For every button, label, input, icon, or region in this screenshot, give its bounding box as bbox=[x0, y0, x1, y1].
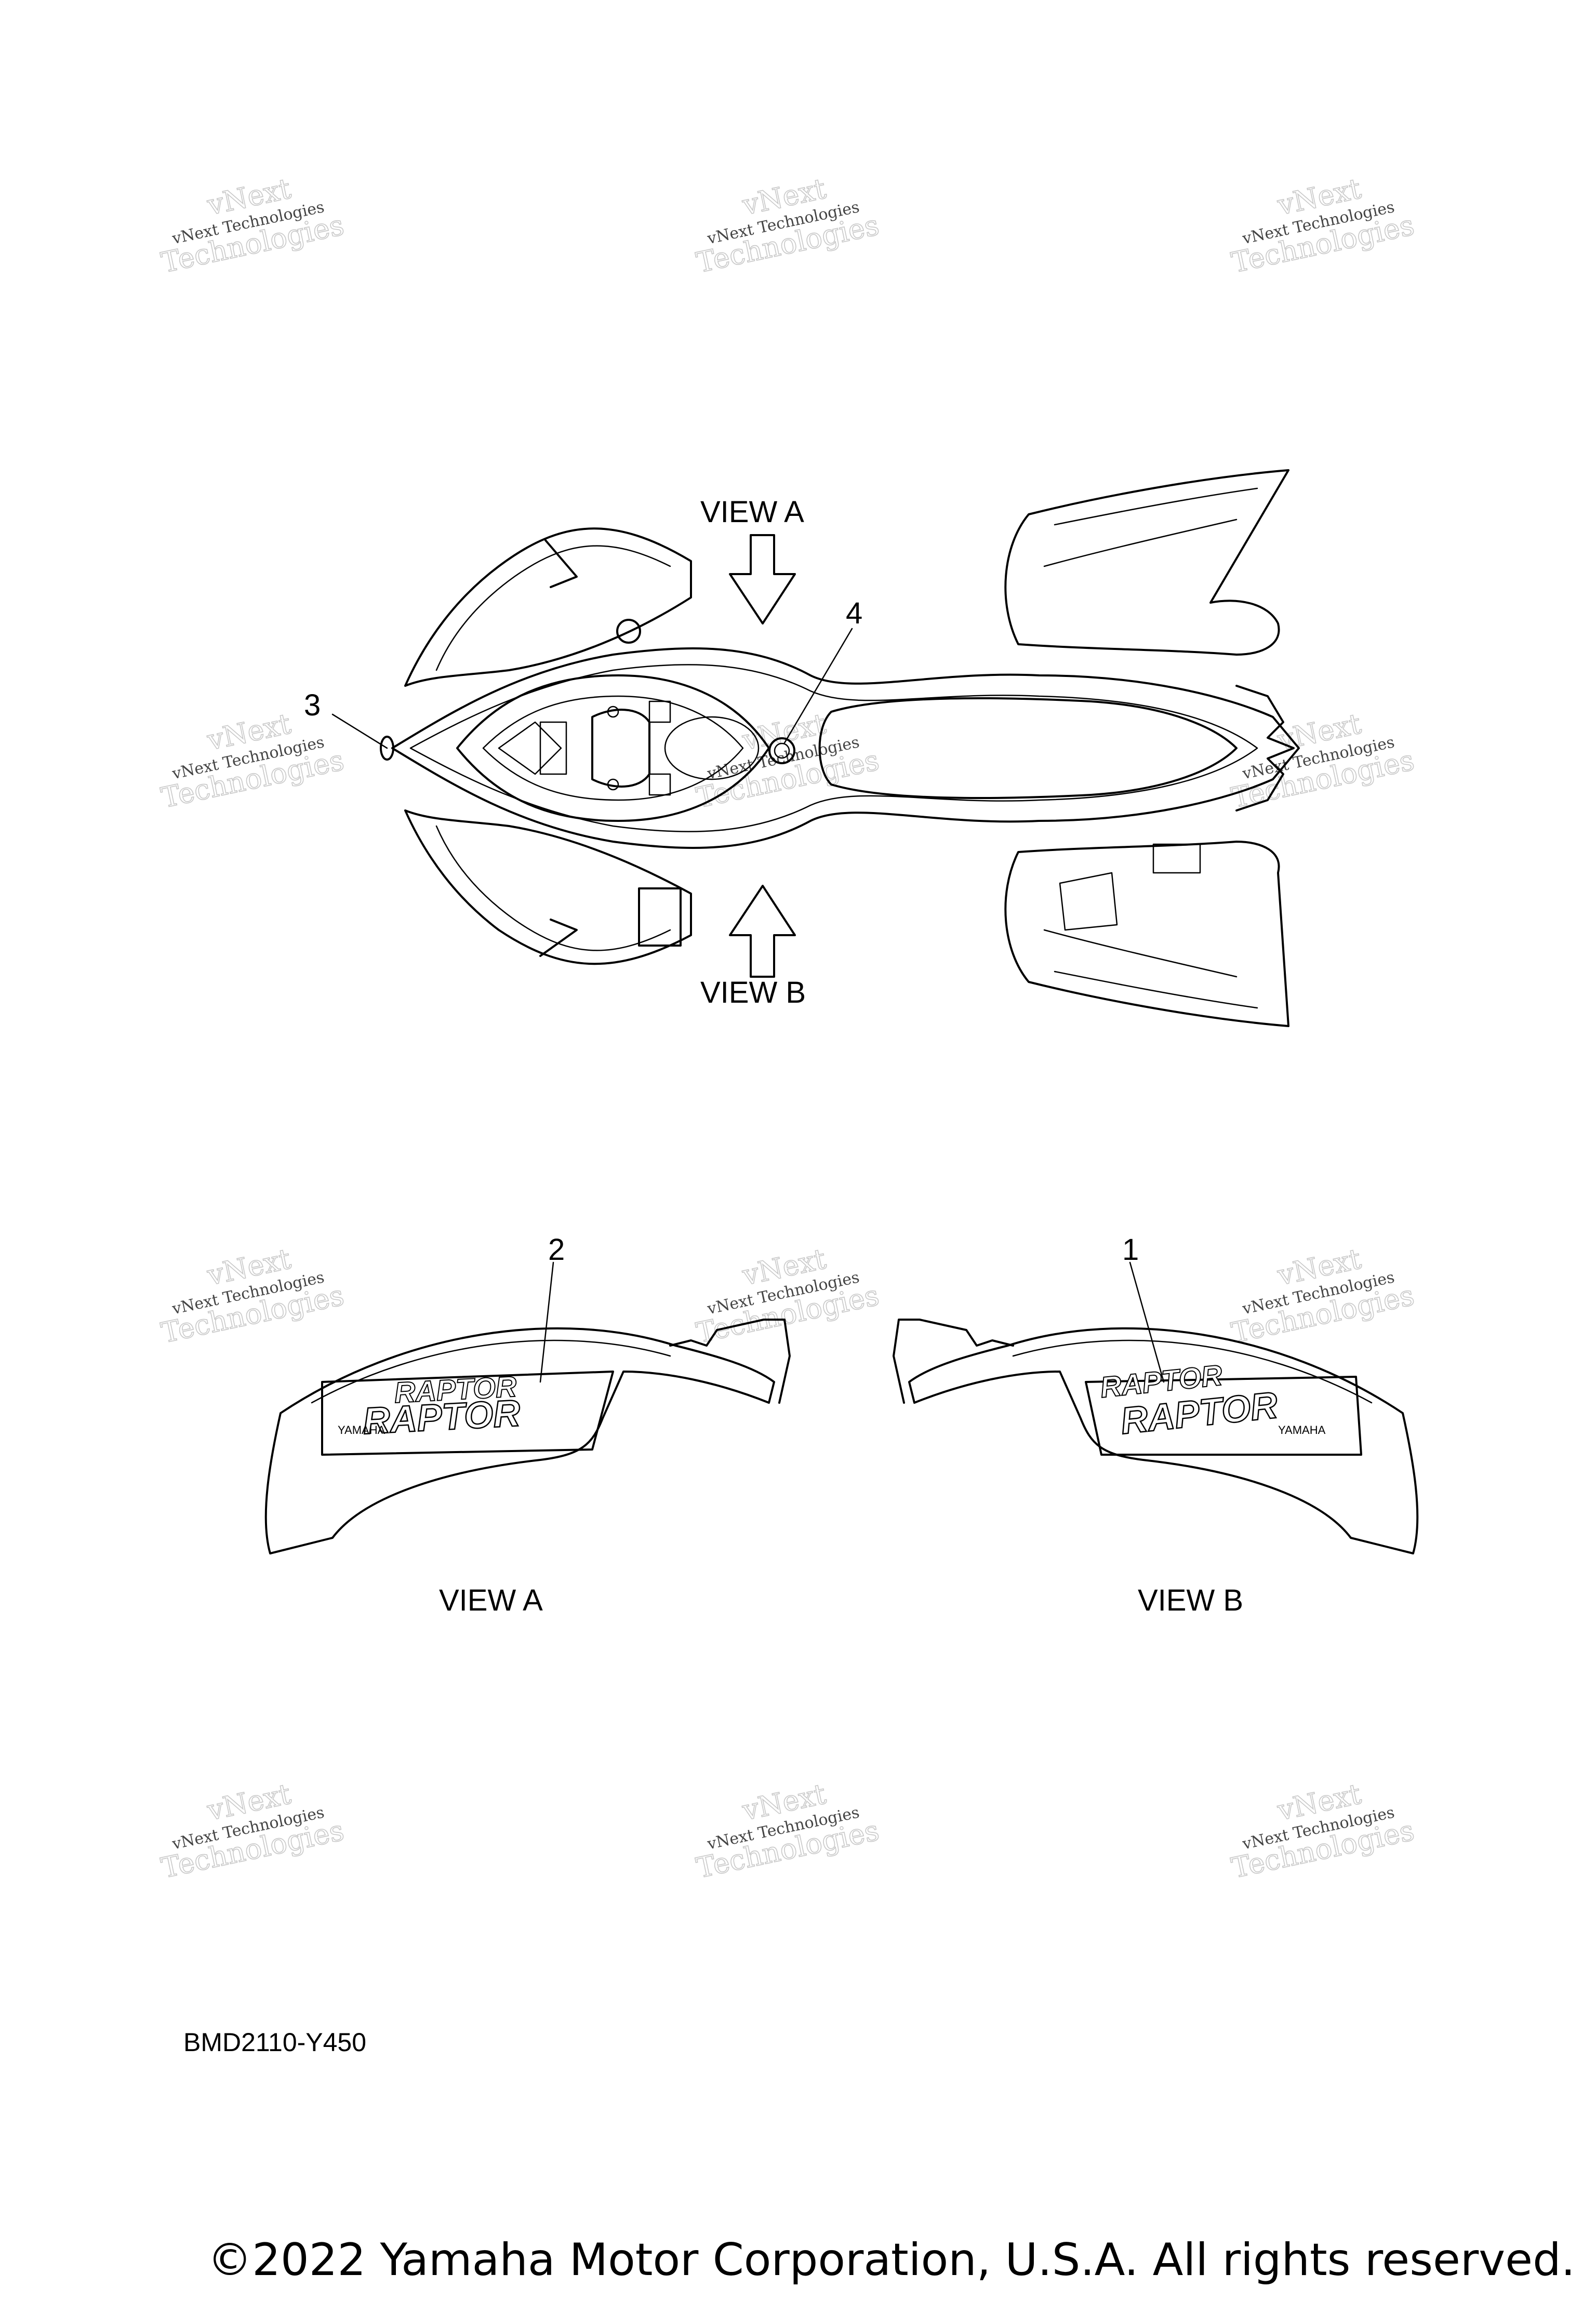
view-b-label-bottom: VIEW B bbox=[1138, 1584, 1243, 1617]
view-a-arrow bbox=[729, 534, 796, 624]
callout-4: 4 bbox=[846, 596, 862, 630]
callout-2: 2 bbox=[548, 1233, 565, 1267]
decal-brand-a: YAMAHA bbox=[338, 1424, 385, 1437]
decal-view-b bbox=[1085, 1376, 1362, 1456]
callout-1: 1 bbox=[1122, 1233, 1139, 1267]
view-a-label-top: VIEW A bbox=[700, 495, 804, 529]
view-b-arrow bbox=[729, 885, 796, 978]
callout-3: 3 bbox=[304, 688, 321, 722]
view-a-label-bottom: VIEW A bbox=[439, 1584, 543, 1617]
decal-brand-b: YAMAHA bbox=[1278, 1424, 1326, 1437]
atv-top-view bbox=[331, 469, 1300, 1027]
copyright-footer: ©2022 Yamaha Motor Corporation, U.S.A. A… bbox=[207, 2234, 1575, 2286]
decal-text-a1: RAPTOR bbox=[393, 1370, 517, 1409]
view-b-fender: RAPTOR RAPTOR YAMAHA bbox=[893, 1261, 1419, 1554]
decal-view-a bbox=[321, 1371, 614, 1456]
drawing-code: BMD2110-Y450 bbox=[183, 2028, 367, 2057]
decal-text-a2: RAPTOR bbox=[362, 1392, 521, 1442]
view-b-label-top: VIEW B bbox=[700, 976, 806, 1009]
view-a-fender: RAPTOR RAPTOR YAMAHA bbox=[264, 1261, 791, 1554]
